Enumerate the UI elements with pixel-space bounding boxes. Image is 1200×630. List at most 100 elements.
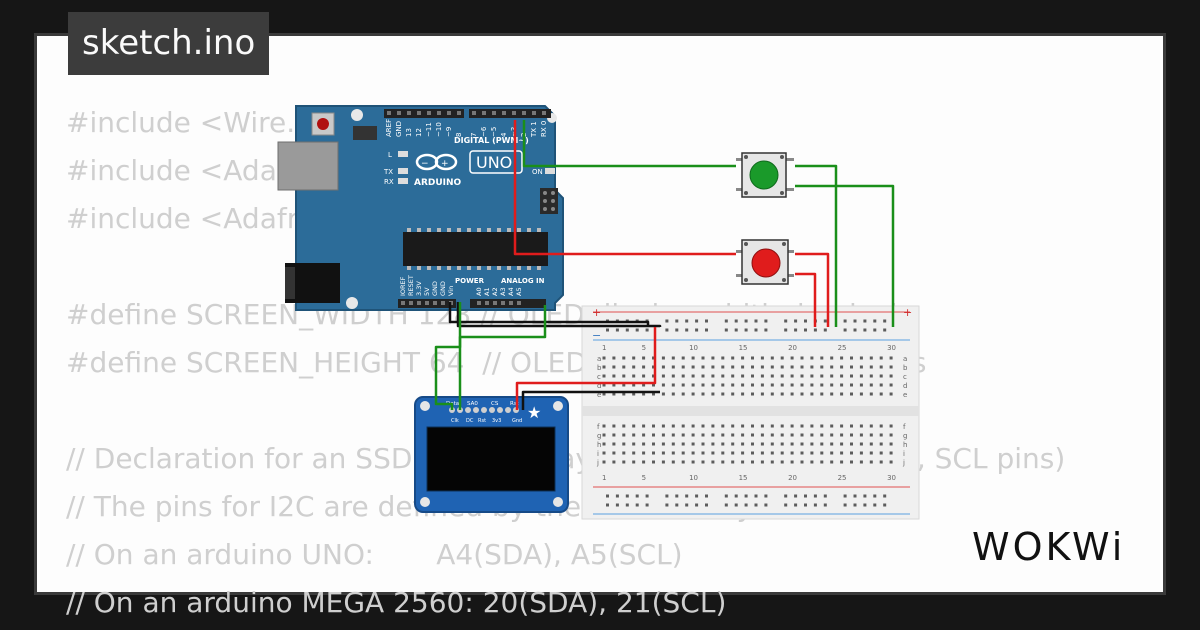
led-rx-label: RX: [384, 178, 394, 186]
breadboard-hole: [744, 328, 748, 332]
breadboard-hole: [691, 392, 695, 396]
breadboard-hole: [869, 365, 873, 369]
pin-label: RESET: [407, 275, 415, 296]
breadboard-hole: [790, 383, 794, 387]
breadboard-hole: [632, 424, 636, 428]
breadboard-hole: [810, 442, 814, 446]
oled-display[interactable]: Data SA0 CS Rst Clk DC Rst 3v3 Gnd ★: [414, 396, 569, 513]
chip-pin: [517, 228, 521, 232]
breadboard-hole: [622, 356, 626, 360]
breadboard-hole: [741, 365, 745, 369]
breadboard-hole: [770, 383, 774, 387]
file-tab[interactable]: sketch.ino: [68, 12, 270, 75]
breadboard-hole: [790, 356, 794, 360]
wire: [795, 184, 895, 327]
breadboard-hole: [869, 460, 873, 464]
breadboard-hole: [681, 374, 685, 378]
header-pin: [433, 301, 437, 305]
breadboard-hole: [830, 383, 834, 387]
breadboard-hole: [652, 451, 655, 455]
breadboard-hole: [691, 365, 695, 369]
breadboard-hole: [741, 460, 745, 464]
column-number: 15: [739, 474, 748, 482]
breadboard-hole: [840, 365, 844, 369]
breadboard-hole: [889, 365, 893, 369]
breadboard-hole: [770, 433, 774, 437]
breadboard-hole: [800, 356, 804, 360]
breadboard-hole: [859, 424, 863, 428]
oled-pin: [465, 407, 471, 413]
breadboard-hole: [751, 424, 754, 428]
breadboard-hole: [741, 451, 745, 455]
breadboard-hole: [705, 328, 708, 332]
header-pin: [441, 301, 445, 305]
breadboard-hole: [622, 374, 626, 378]
breadboard-hole: [645, 494, 649, 498]
breadboard-hole: [790, 365, 794, 369]
breadboard-hole: [873, 319, 877, 323]
row-letter: a: [903, 355, 907, 363]
code-line: // On an arduino MEGA 2560: 20(SDA), 21(…: [66, 586, 727, 619]
breadboard-hole: [889, 356, 893, 360]
breadboard-hole: [602, 365, 606, 369]
chip-pin: [537, 266, 541, 270]
breadboard-hole: [612, 356, 616, 360]
breadboard-hole: [889, 424, 893, 428]
green-pushbutton[interactable]: [736, 152, 794, 198]
red-pushbutton[interactable]: [736, 239, 794, 285]
breadboard-hole: [840, 383, 844, 387]
breadboard-hole: [810, 392, 814, 396]
breadboard-hole: [612, 442, 616, 446]
row-letter: e: [597, 391, 601, 399]
breadboard-hole: [751, 392, 754, 396]
pin-label: ~10: [435, 122, 443, 137]
breadboard-hole: [632, 374, 636, 378]
led-l-label: L: [388, 151, 392, 159]
breadboard-hole: [840, 442, 844, 446]
wire: [434, 302, 462, 410]
breadboard-hole: [632, 460, 636, 464]
row-letter: b: [903, 364, 908, 372]
breadboard-hole: [681, 365, 685, 369]
breadboard-hole: [869, 356, 873, 360]
breadboard-hole: [760, 356, 764, 360]
breadboard-hole: [622, 442, 626, 446]
pin-label: AREF: [385, 119, 393, 137]
chip-pin: [457, 228, 461, 232]
breadboard-hole: [840, 451, 844, 455]
chip-pin: [407, 228, 411, 232]
breadboard-hole: [671, 460, 675, 464]
wire: [458, 305, 547, 410]
breadboard-hole: [780, 451, 784, 455]
microcontroller-chip: [403, 232, 548, 266]
breadboard-hole: [685, 494, 689, 498]
breadboard-hole: [645, 328, 649, 332]
breadboard-hole: [632, 392, 636, 396]
star-icon: ★: [527, 403, 541, 422]
breadboard-hole: [642, 365, 646, 369]
breadboard-hole: [760, 365, 764, 369]
header-pin: [417, 111, 421, 115]
breadboard-hole: [691, 433, 695, 437]
led-tx: [398, 168, 408, 174]
breadboard-hole: [612, 392, 616, 396]
code-area: #include <Wire.h>#include <Adafruit_GFX.…: [34, 33, 1166, 619]
row-letter: f: [597, 423, 600, 431]
breadboard-hole: [615, 494, 619, 498]
breadboard-hole: [850, 460, 853, 464]
breadboard-hole: [879, 374, 883, 378]
breadboard-hole: [622, 460, 626, 464]
breadboard-hole: [879, 392, 883, 396]
breadboard-hole: [823, 503, 827, 507]
breadboard-hole: [685, 503, 689, 507]
breadboard-hole: [731, 433, 735, 437]
breadboard-hole: [691, 442, 695, 446]
breadboard-hole: [863, 494, 867, 498]
breadboard-hole: [741, 374, 745, 378]
header-pin: [401, 301, 405, 305]
breadboard-hole: [731, 383, 735, 387]
breadboard-hole: [671, 433, 675, 437]
breadboard-hole: [889, 383, 893, 387]
